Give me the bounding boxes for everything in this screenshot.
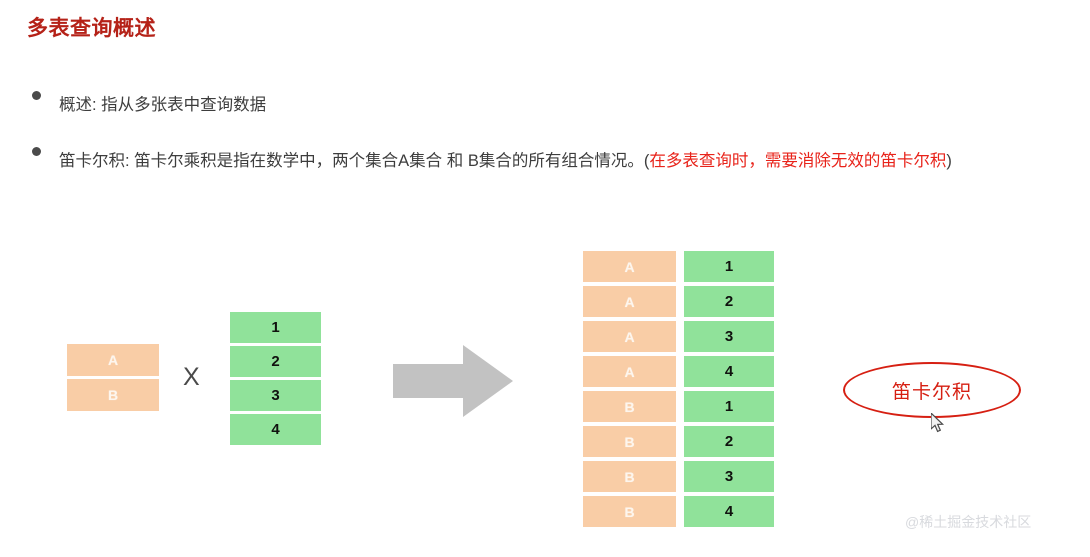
result-cell-right: 3: [684, 321, 774, 352]
bullet-overview-text: 概述: 指从多张表中查询数据: [59, 96, 267, 114]
bullet-dot-icon: [32, 147, 41, 156]
set-a-table: A B: [67, 344, 159, 414]
table-row: A 2: [583, 286, 774, 317]
set-b-cell: 2: [230, 346, 321, 377]
set-a-cell: A: [67, 344, 159, 376]
bullet-cartesian-highlight: 在多表查询时，需要消除无效的笛卡尔积: [649, 152, 947, 170]
table-row: B 4: [583, 496, 774, 527]
bullet-cartesian-lead: 笛卡尔积: 笛卡尔乘积是指在数学中，两个集合A集合 和 B集合的所有组合情况。(: [59, 152, 650, 170]
bullet-cartesian-tail: ): [946, 152, 952, 170]
table-row: A 1: [583, 251, 774, 282]
result-cell-right: 3: [684, 461, 774, 492]
watermark: @稀土掘金技术社区: [905, 514, 1032, 530]
cartesian-product-table: A 1 A 2 A 3 A 4 B 1 B 2 B 3 B 4: [583, 251, 774, 531]
set-b-cell: 1: [230, 312, 321, 343]
table-row: A 3: [583, 321, 774, 352]
result-cell-right: 2: [684, 426, 774, 457]
result-cell-right: 1: [684, 391, 774, 422]
set-a-cell: B: [67, 379, 159, 411]
result-cell-left: A: [583, 286, 676, 317]
result-cell-right: 4: [684, 496, 774, 527]
set-b-cell: 4: [230, 414, 321, 445]
table-row: A 4: [583, 356, 774, 387]
result-cell-left: B: [583, 496, 676, 527]
result-cell-right: 4: [684, 356, 774, 387]
result-cell-left: A: [583, 251, 676, 282]
set-b-table: 1 2 3 4: [230, 312, 321, 448]
result-cell-right: 1: [684, 251, 774, 282]
mouse-cursor-icon: [930, 411, 947, 435]
table-row: B 3: [583, 461, 774, 492]
cartesian-product-annotation: 笛卡尔积: [843, 362, 1021, 418]
bullet-cartesian-text: 笛卡尔积: 笛卡尔乘积是指在数学中，两个集合A集合 和 B集合的所有组合情况。(…: [59, 139, 1090, 183]
result-cell-right: 2: [684, 286, 774, 317]
result-cell-left: A: [583, 321, 676, 352]
table-row: B 1: [583, 391, 774, 422]
result-cell-left: B: [583, 391, 676, 422]
bullet-item-cartesian: 笛卡尔积: 笛卡尔乘积是指在数学中，两个集合A集合 和 B集合的所有组合情况。(…: [32, 139, 1090, 183]
table-row: B 2: [583, 426, 774, 457]
multiplication-operator: X: [183, 363, 200, 391]
result-cell-left: B: [583, 426, 676, 457]
annotation-label: 笛卡尔积: [891, 381, 972, 403]
arrow-right-icon: [393, 345, 513, 417]
bullet-item-overview: 概述: 指从多张表中查询数据: [32, 83, 266, 127]
page-title: 多表查询概述: [27, 17, 156, 40]
result-cell-left: B: [583, 461, 676, 492]
result-cell-left: A: [583, 356, 676, 387]
set-b-cell: 3: [230, 380, 321, 411]
bullet-dot-icon: [32, 91, 41, 100]
